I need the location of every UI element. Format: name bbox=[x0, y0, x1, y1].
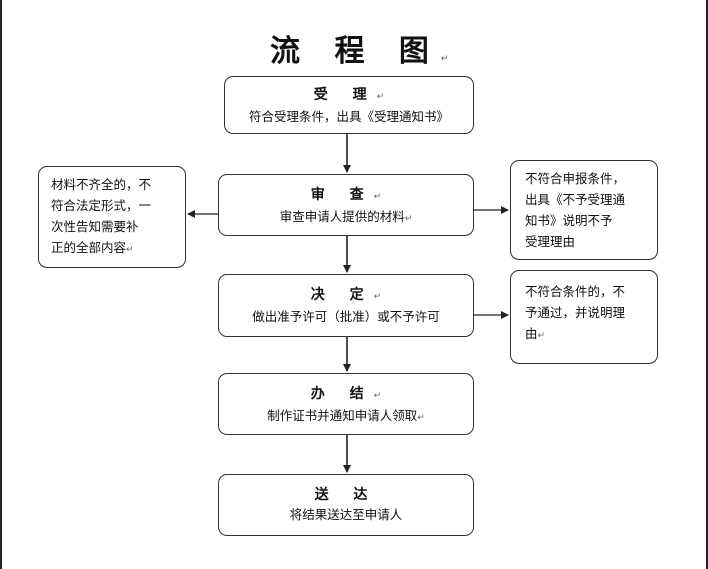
note-line: 次性告知需要补 bbox=[51, 219, 139, 234]
right-border bbox=[706, 0, 708, 569]
step-complete: 办 结↵ 制作证书并通知申请人领取↵ bbox=[218, 373, 474, 435]
return-mark-icon: ↵ bbox=[537, 331, 546, 341]
return-mark-icon: ↵ bbox=[376, 92, 385, 102]
note-line: 知书》说明不予 bbox=[525, 213, 613, 228]
note-line: 不符合申报条件， bbox=[525, 171, 626, 186]
step-review-text: 审查申请人提供的材料 bbox=[279, 209, 405, 224]
step-deliver-text: 将结果送达至申请人 bbox=[289, 507, 403, 522]
step-decision: 决 定↵ 做出准予许可（批准）或不予许可 bbox=[218, 274, 474, 337]
return-mark-icon: ↵ bbox=[417, 413, 425, 423]
step-decision-title: 决 定 bbox=[310, 287, 374, 303]
return-mark-icon: ↵ bbox=[126, 245, 134, 255]
step-review-title: 审 查 bbox=[310, 187, 374, 203]
return-mark-icon: ↵ bbox=[373, 391, 382, 401]
return-mark-icon: ↵ bbox=[373, 292, 382, 302]
note-line: 由 bbox=[525, 326, 538, 341]
step-decision-text: 做出准予许可（批准）或不予许可 bbox=[252, 309, 440, 324]
note-line: 正的全部内容 bbox=[51, 240, 127, 255]
note-incomplete-materials: 材料不齐全的，不 符合法定形式，一 次性告知需要补 正的全部内容↵ bbox=[38, 166, 186, 268]
step-accept-title: 受 理 bbox=[313, 87, 377, 103]
diagram-title: 流 程 图↵ bbox=[270, 34, 449, 69]
step-deliver: 送 达 将结果送达至申请人 bbox=[218, 474, 474, 536]
step-complete-text: 制作证书并通知申请人领取 bbox=[267, 408, 418, 423]
note-not-approved: 不符合条件的，不 予通过，并说明理 由↵ bbox=[510, 270, 658, 364]
note-line: 符合法定形式，一 bbox=[51, 198, 152, 213]
step-accept-text: 符合受理条件，出具《受理通知书》 bbox=[248, 109, 449, 124]
note-line: 材料不齐全的，不 bbox=[51, 177, 152, 192]
note-line: 予通过，并说明理 bbox=[525, 305, 626, 320]
step-deliver-title: 送 达 bbox=[314, 487, 378, 503]
note-line: 出具《不予受理通 bbox=[525, 192, 626, 207]
return-mark-icon: ↵ bbox=[404, 214, 413, 224]
note-not-accepted: 不符合申报条件， 出具《不予受理通 知书》说明不予 受理理由 bbox=[510, 160, 658, 260]
left-border bbox=[0, 0, 2, 569]
note-line: 受理理由 bbox=[525, 234, 576, 249]
step-complete-title: 办 结 bbox=[310, 386, 374, 402]
step-accept: 受 理↵ 符合受理条件，出具《受理通知书》 bbox=[224, 76, 474, 134]
return-mark-icon: ↵ bbox=[440, 54, 449, 64]
note-line: 不符合条件的，不 bbox=[525, 284, 626, 299]
step-review: 审 查↵ 审查申请人提供的材料↵ bbox=[218, 174, 474, 236]
return-mark-icon: ↵ bbox=[373, 192, 382, 202]
